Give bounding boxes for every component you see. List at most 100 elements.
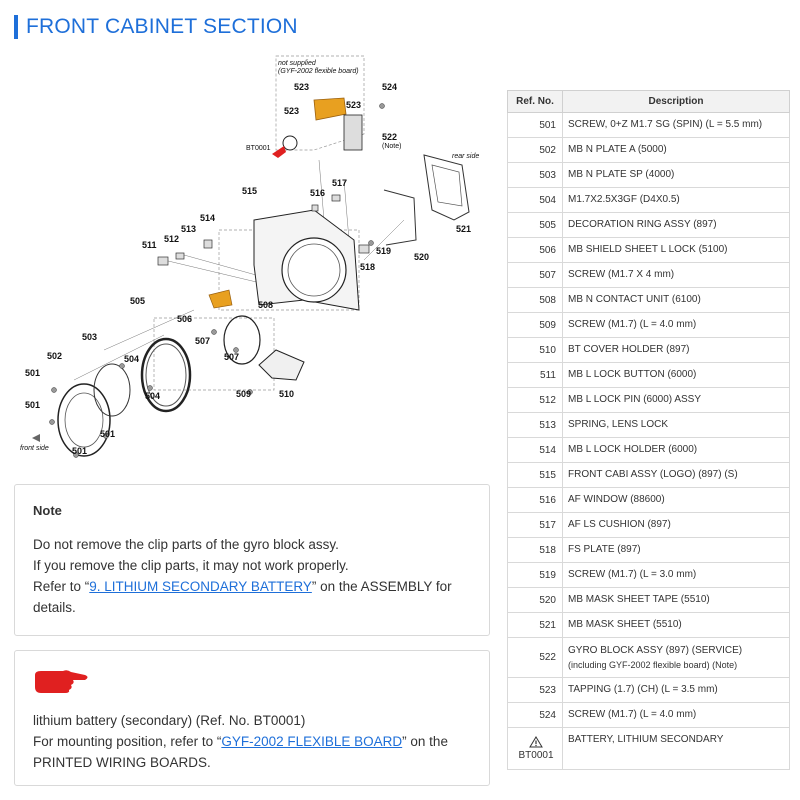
ref-cell: 520 (507, 587, 563, 613)
front-cabinet-shape (253, 209, 360, 311)
desc-cell: BATTERY, LITHIUM SECONDARY (562, 727, 790, 770)
ref-cell: 517 (507, 512, 563, 538)
callout-507b: 507 (224, 352, 239, 362)
callout-501d: 501 (72, 446, 87, 456)
callout-517: 517 (332, 178, 347, 188)
battery-shape (282, 135, 298, 151)
ref-cell: 502 (507, 137, 563, 163)
lock-pin-shape (175, 252, 185, 260)
callout-514: 514 (200, 213, 215, 223)
desc-cell: GYRO BLOCK ASSY (897) (SERVICE) (includi… (562, 637, 790, 678)
desc-cell: FRONT CABI ASSY (LOGO) (897) (S) (562, 462, 790, 488)
warning-triangle-icon (529, 736, 543, 748)
desc-cell: DECORATION RING ASSY (897) (562, 212, 790, 238)
callout-523b: 523 (284, 106, 299, 116)
exploded-view-diagram: not supplied (GYF-2002 flexible board) 5… (14, 50, 494, 470)
desc-cell: MB L LOCK HOLDER (6000) (562, 437, 790, 463)
page-title: FRONT CABINET SECTION (26, 15, 298, 38)
battery-note-panel: lithium battery (secondary) (Ref. No. BT… (14, 650, 490, 786)
front-side-arrow-icon (32, 434, 40, 442)
desc-cell: MB MASK SHEET (5510) (562, 612, 790, 638)
ref-cell: 511 (507, 362, 563, 388)
callout-505: 505 (130, 296, 145, 306)
desc-cell: SCREW (M1.7) (L = 4.0 mm) (562, 702, 790, 728)
note-line-4: details. (33, 600, 76, 615)
battery-note-line-2-prefix: For mounting position, refer to “ (33, 734, 222, 749)
ref-cell: 519 (507, 562, 563, 588)
callout-502: 502 (47, 351, 62, 361)
callout-520: 520 (414, 252, 429, 262)
callout-523a: 523 (294, 82, 309, 92)
callout-519: 519 (376, 246, 391, 256)
gyro-dashed-box (275, 55, 365, 151)
lock-button-shape (157, 256, 169, 266)
description-header: Description (562, 90, 790, 113)
lithium-battery-link[interactable]: 9. LITHIUM SECONDARY BATTERY (89, 579, 312, 594)
page-header: FRONT CABINET SECTION (14, 14, 298, 40)
ref-cell: 506 (507, 237, 563, 263)
desc-line-2: (including GYF-2002 flexible board) (Not… (568, 659, 738, 670)
not-supplied-board-label: (GYF-2002 flexible board) (278, 68, 359, 75)
ref-cell: 524 (507, 702, 563, 728)
ref-cell: 503 (507, 162, 563, 188)
mb-plate-a-shape (57, 383, 111, 457)
ref-cell: 516 (507, 487, 563, 513)
callout-508: 508 (258, 300, 273, 310)
ref-cell: BT0001 (507, 727, 563, 770)
callout-511: 511 (142, 240, 157, 250)
ref-cell: 507 (507, 262, 563, 288)
desc-cell: BT COVER HOLDER (897) (562, 337, 790, 363)
front-side-label: front side (20, 445, 49, 452)
desc-cell: M1.7X2.5X3GF (D4X0.5) (562, 187, 790, 213)
callout-513: 513 (181, 224, 196, 234)
desc-cell: SCREW (M1.7) (L = 3.0 mm) (562, 562, 790, 588)
battery-pointer-icon (272, 146, 286, 158)
bt-cover-holder-shape (258, 349, 305, 381)
ref-cell: 509 (507, 312, 563, 338)
battery-note-line-2: For mounting position, refer to “GYF-200… (33, 731, 471, 752)
rear-side-label: rear side (452, 153, 479, 160)
gyf-2002-board-link[interactable]: GYF-2002 FLEXIBLE BOARD (221, 734, 403, 749)
note-line-3: Refer to “9. LITHIUM SECONDARY BATTERY” … (33, 576, 471, 597)
desc-cell: MB MASK SHEET TAPE (5510) (562, 587, 790, 613)
ref-cell: 512 (507, 387, 563, 413)
af-cushion-shape (331, 194, 341, 202)
desc-cell: SPRING, LENS LOCK (562, 412, 790, 438)
callout-501c: 501 (100, 429, 115, 439)
desc-line-1: GYRO BLOCK ASSY (897) (SERVICE) (568, 644, 743, 656)
ref-cell: 510 (507, 337, 563, 363)
table-row: 522 GYRO BLOCK ASSY (897) (SERVICE) (inc… (507, 637, 790, 678)
callout-522: 522 (382, 132, 397, 142)
mb-plate-sp-shape (93, 363, 131, 417)
note-line-1: Do not remove the clip parts of the gyro… (33, 537, 339, 552)
callout-503: 503 (82, 332, 97, 342)
callout-501b: 501 (25, 400, 40, 410)
pointing-hand-icon (35, 670, 88, 693)
fs-plate-shape (358, 244, 370, 254)
desc-cell: MB L LOCK PIN (6000) ASSY (562, 387, 790, 413)
ref-cell: 515 (507, 462, 563, 488)
exploded-view-svg: not supplied (GYF-2002 flexible board) 5… (20, 55, 479, 458)
desc-cell: MB N PLATE SP (4000) (562, 162, 790, 188)
contact-unit-shape (208, 289, 261, 365)
desc-cell: MB N PLATE A (5000) (562, 137, 790, 163)
lock-holder-shape (203, 239, 213, 249)
table-row: 524 SCREW (M1.7) (L = 4.0 mm) (507, 702, 790, 728)
desc-cell: TAPPING (1.7) (CH) (L = 3.5 mm) (562, 677, 790, 703)
desc-cell: SCREW (M1.7 X 4 mm) (562, 262, 790, 288)
